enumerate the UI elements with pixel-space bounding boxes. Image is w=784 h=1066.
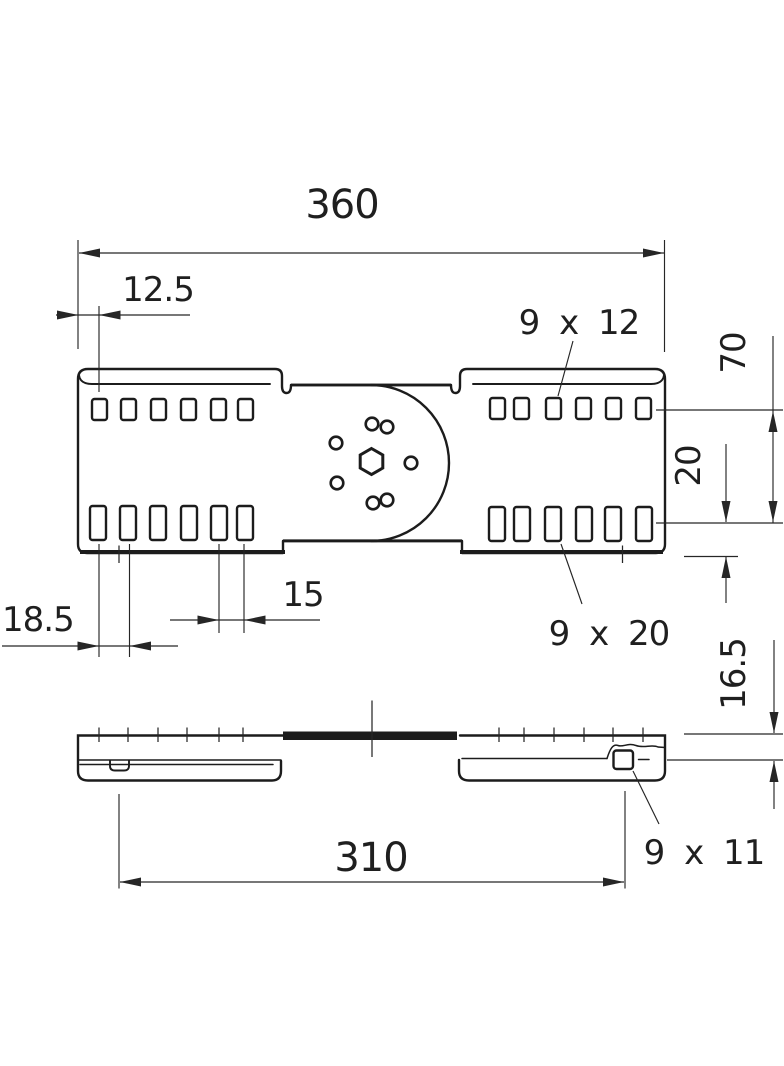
top-slot-row-left bbox=[90, 397, 255, 422]
slot bbox=[88, 504, 108, 542]
arrowhead-left bbox=[79, 248, 100, 258]
arrowhead-up bbox=[769, 761, 779, 782]
slot bbox=[90, 397, 109, 422]
arrowhead-left bbox=[120, 877, 141, 887]
bottom-slot-row-right bbox=[487, 505, 654, 543]
slot bbox=[149, 397, 168, 422]
slot bbox=[235, 504, 255, 542]
rivet-hole bbox=[364, 416, 380, 432]
arrowhead-right bbox=[643, 248, 664, 258]
slot bbox=[209, 504, 229, 542]
slot bbox=[119, 397, 138, 422]
bottom-slot-row-left bbox=[88, 504, 255, 542]
rivet-hole bbox=[328, 435, 344, 451]
dim-edge-to-slot: 12.5 bbox=[56, 270, 195, 392]
arrowhead-up bbox=[721, 556, 731, 578]
slot bbox=[236, 397, 255, 422]
arrowhead-right bbox=[603, 877, 624, 887]
arrowhead-down bbox=[769, 712, 779, 733]
slot bbox=[603, 505, 623, 543]
arrowhead-down bbox=[721, 501, 731, 522]
slot bbox=[118, 504, 138, 542]
slot bbox=[179, 397, 198, 422]
hex-nut bbox=[358, 446, 385, 477]
dim-slot-to-edge-20: 20 bbox=[669, 444, 738, 603]
dim-label-18-5: 18.5 bbox=[2, 600, 74, 640]
arrowhead-right bbox=[77, 641, 99, 651]
side-view bbox=[76, 700, 667, 782]
callout-bottom-slot-size: 9 x 20 bbox=[549, 543, 670, 654]
rivet-hole bbox=[403, 455, 419, 471]
leader-line bbox=[557, 340, 574, 397]
dim-row-spacing-70: 70 bbox=[656, 332, 783, 524]
slot bbox=[544, 396, 563, 421]
right-rail-outline bbox=[457, 734, 667, 782]
dim-label-15: 15 bbox=[282, 575, 323, 615]
slot bbox=[209, 397, 228, 422]
dim-rail-height-16-5: 16.5 bbox=[667, 638, 783, 809]
dim-overall-width: 360 bbox=[77, 182, 666, 352]
left-rail-slot-ticks bbox=[98, 727, 244, 742]
rivet-hole bbox=[379, 492, 395, 508]
dim-label-360: 360 bbox=[305, 182, 378, 228]
slot bbox=[574, 505, 594, 543]
label-9x12: 9 x 12 bbox=[519, 303, 640, 343]
leader-line bbox=[560, 543, 583, 605]
callout-side-slot-size: 9 x 11 bbox=[632, 770, 765, 873]
dim-slot-pitch-15: 15 bbox=[170, 544, 325, 633]
dim-label-310: 310 bbox=[334, 835, 407, 881]
arrowhead-right bbox=[197, 615, 219, 625]
pivot-hole-pattern bbox=[328, 416, 419, 511]
leader-line bbox=[632, 770, 660, 825]
dim-label-16-5: 16.5 bbox=[714, 638, 754, 710]
dim-label-70: 70 bbox=[714, 332, 754, 373]
slot bbox=[604, 396, 623, 421]
label-9x20: 9 x 20 bbox=[549, 614, 670, 654]
dim-outer-slot-pitch: 18.5 bbox=[2, 544, 178, 657]
dim-label-12-5: 12.5 bbox=[122, 270, 194, 310]
slot bbox=[148, 504, 168, 542]
overlap-bar bbox=[283, 731, 457, 740]
slot bbox=[179, 504, 199, 542]
dim-side-hole-span: 310 bbox=[118, 791, 626, 889]
slot bbox=[512, 505, 532, 543]
top-view bbox=[76, 367, 667, 563]
rivet-hole bbox=[379, 419, 395, 435]
dim-label-20: 20 bbox=[669, 445, 709, 486]
right-rail-slot-ticks bbox=[498, 727, 644, 742]
arrowhead-down bbox=[768, 501, 778, 522]
left-rail-slot-notch bbox=[109, 759, 130, 772]
side-slot-9x11 bbox=[612, 749, 635, 771]
break-squiggle bbox=[606, 743, 666, 760]
slot bbox=[488, 396, 507, 421]
arrowhead-up bbox=[768, 411, 778, 432]
label-9x11: 9 x 11 bbox=[644, 833, 765, 873]
slot bbox=[487, 505, 507, 543]
slot bbox=[574, 396, 593, 421]
pivot-arc bbox=[369, 383, 451, 543]
right-flange-fold-line bbox=[472, 374, 665, 385]
left-flange-fold-line bbox=[78, 374, 271, 385]
slot bbox=[543, 505, 563, 543]
rivet-hole bbox=[365, 495, 381, 511]
slot bbox=[634, 505, 654, 543]
callout-top-slot-size: 9 x 12 bbox=[519, 303, 640, 397]
arrowhead-left bbox=[129, 641, 151, 651]
arrowhead-left bbox=[244, 615, 266, 625]
slot bbox=[512, 396, 531, 421]
rivet-hole bbox=[329, 475, 345, 491]
arrowhead-left bbox=[57, 310, 79, 320]
slot bbox=[634, 396, 653, 421]
top-slot-row-right bbox=[488, 396, 653, 421]
left-rail-outline bbox=[76, 734, 285, 782]
arrowhead-right bbox=[99, 310, 121, 320]
